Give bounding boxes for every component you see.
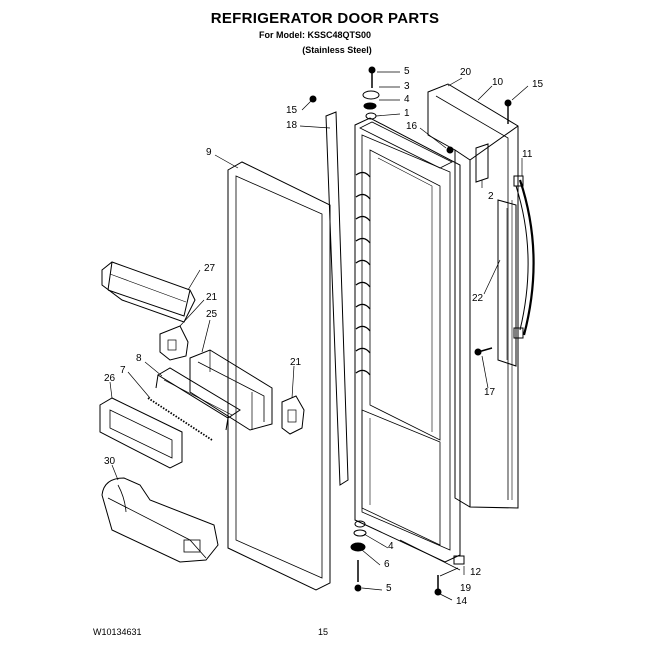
callout-10: 10 (492, 77, 504, 88)
callout-5-bottom: 5 (386, 583, 392, 594)
door-bin-27 (101, 261, 196, 323)
bottom-hinge-assembly (350, 520, 465, 596)
callout-20: 20 (460, 67, 472, 78)
page-title: REFRIGERATOR DOOR PARTS (210, 10, 440, 27)
bin-bracket-upper (159, 325, 189, 361)
door-handle (513, 175, 535, 339)
door-gasket (227, 161, 331, 591)
finish-line: (Stainless Steel) (302, 45, 372, 55)
dairy-door (155, 367, 241, 431)
outer-door-panel (427, 83, 519, 509)
callout-30: 30 (104, 456, 116, 467)
callout-12: 12 (470, 567, 482, 578)
callout-15-left: 15 (286, 105, 298, 116)
callout-26: 26 (104, 373, 116, 384)
callout-5-top: 5 (404, 66, 410, 77)
document-number: W10134631 (93, 627, 142, 637)
callout-16: 16 (406, 121, 418, 132)
callout-19: 19 (460, 583, 472, 594)
callout-25: 25 (206, 309, 218, 320)
callout-3: 3 (404, 81, 410, 92)
callout-7: 7 (120, 365, 126, 376)
callout-9: 9 (206, 147, 212, 158)
callout-18: 18 (286, 120, 298, 131)
callout-15-right: 15 (532, 79, 544, 90)
inner-door-liner (354, 117, 461, 563)
callout-6: 6 (384, 559, 390, 570)
callout-21-upper: 21 (206, 292, 218, 303)
callout-1: 1 (404, 108, 410, 119)
handle-trim-strip (497, 199, 517, 367)
top-hinge-assembly (362, 66, 380, 120)
callout-4-top: 4 (404, 94, 410, 105)
callout-8: 8 (136, 353, 142, 364)
dairy-bin (189, 349, 273, 431)
model-line: For Model: KSSC48QTS00 (258, 30, 372, 40)
bin-bracket-lower (281, 395, 305, 435)
side-trim-strip (325, 111, 349, 486)
door-stop-bracket (475, 143, 489, 183)
callout-22: 22 (472, 293, 484, 304)
callout-17: 17 (484, 387, 496, 398)
screw-17 (474, 347, 493, 356)
callout-4-bottom: 4 (388, 541, 394, 552)
callout-2: 2 (488, 191, 494, 202)
callout-27: 27 (204, 263, 216, 274)
dairy-door-hinge-rod (147, 397, 213, 441)
callout-21-lower: 21 (290, 357, 302, 368)
screw-16 (446, 146, 454, 154)
callout-leader-lines (109, 71, 529, 601)
callout-14: 14 (456, 596, 468, 607)
screw-15-right (504, 99, 512, 124)
page-number: 15 (318, 627, 329, 637)
callout-11: 11 (522, 149, 533, 160)
door-bin-30 (101, 477, 219, 563)
